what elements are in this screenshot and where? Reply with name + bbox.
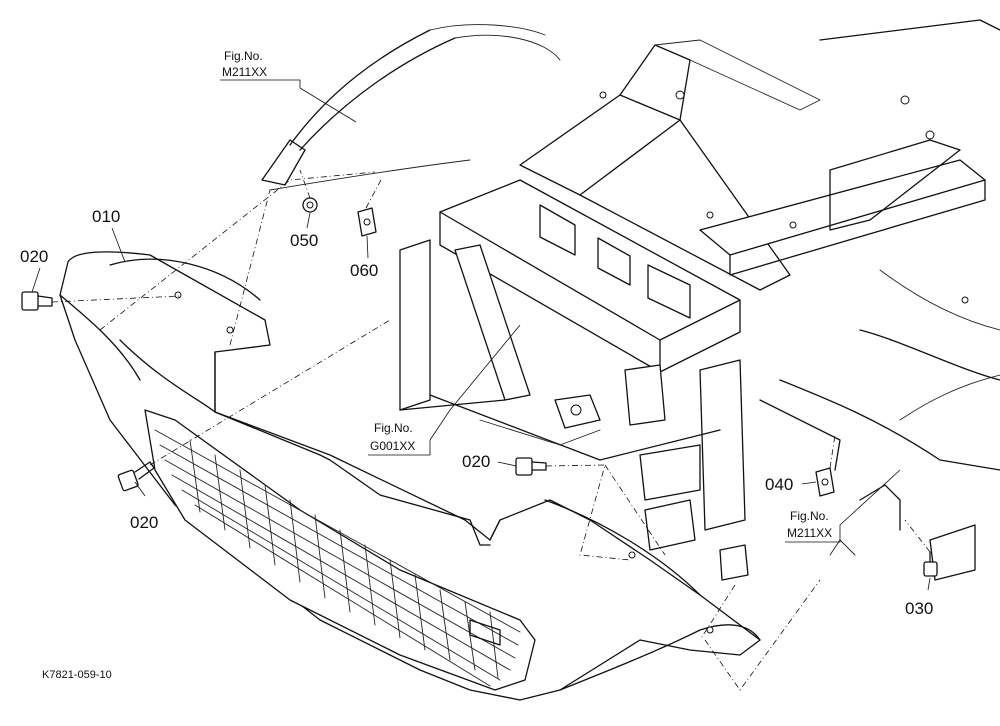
bolt-020-left [21, 291, 53, 311]
figure-ref-g001xx: Fig.No. G001XX [368, 421, 431, 456]
callout-030: 030 [905, 599, 933, 618]
figure-ref-line1: Fig.No. [224, 49, 263, 63]
callout-010: 010 [92, 207, 120, 226]
figure-ref-line2: G001XX [370, 439, 415, 453]
figure-ref-m211xx-right: Fig.No. M211XX [785, 509, 841, 543]
callout-020-left: 020 [20, 247, 48, 266]
front-grille-panel [59, 251, 761, 701]
clip-nut-060 [357, 207, 377, 237]
figure-ref-line2: M211XX [222, 65, 267, 79]
callout-060: 060 [350, 261, 378, 280]
bolt-030 [923, 551, 938, 577]
callout-050: 050 [290, 231, 318, 250]
callout-040: 040 [765, 475, 793, 494]
bolt-020-center [515, 457, 547, 476]
clip-nut-040 [815, 467, 835, 497]
bolt-050 [302, 197, 318, 213]
callout-020-center: 020 [462, 452, 490, 471]
figure-ref-line1: Fig.No. [790, 509, 829, 523]
chassis-frame [261, 19, 1000, 581]
figure-ref-m211xx-top: Fig.No. M211XX [220, 49, 301, 88]
figure-ref-line1: Fig.No. [374, 421, 413, 435]
callout-020-lower: 020 [130, 513, 158, 532]
bolt-020-lower [117, 461, 155, 492]
figure-ref-line2: M211XX [787, 526, 832, 540]
drawing-code: K7821-059-10 [42, 669, 112, 681]
